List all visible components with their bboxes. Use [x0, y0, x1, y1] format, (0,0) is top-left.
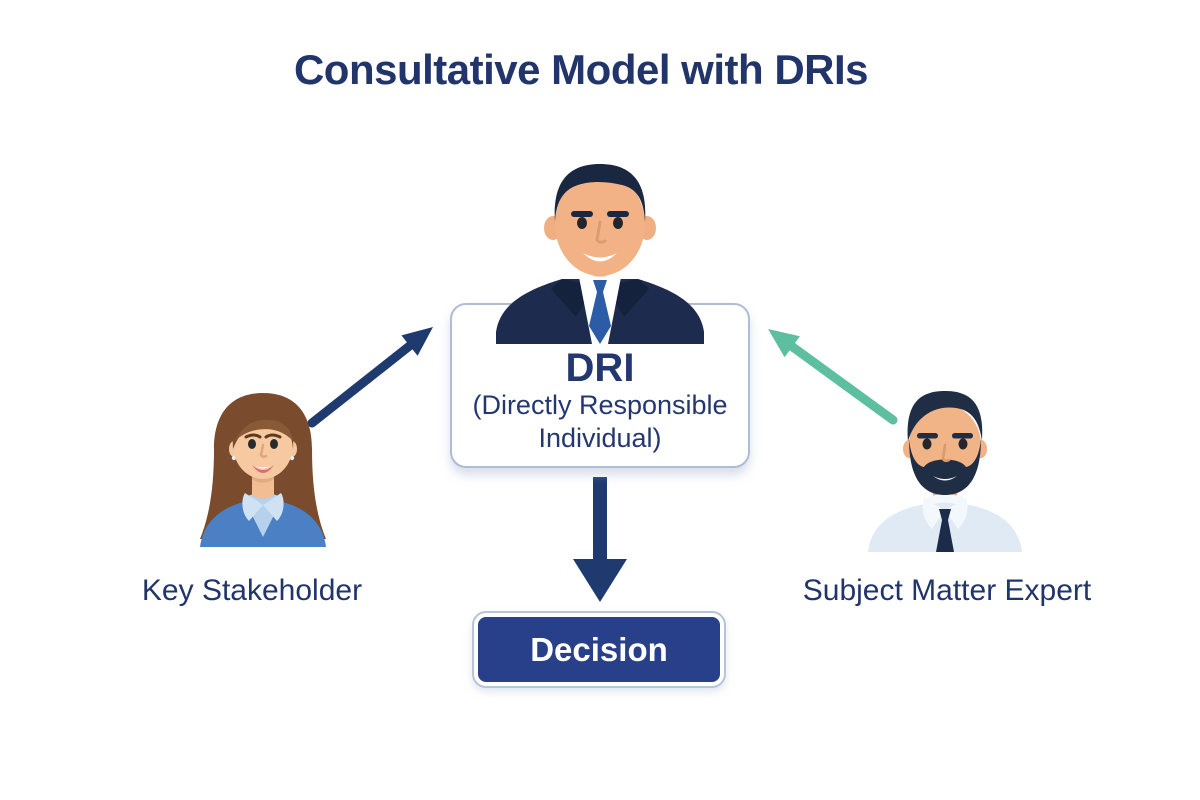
dri-to-decision-arrow — [573, 477, 627, 602]
decision-node: Decision — [472, 611, 726, 688]
expert-label: Subject Matter Expert — [802, 574, 1092, 607]
businesswoman-avatar — [188, 387, 338, 547]
dri-sublabel-line2: Individual) — [538, 423, 662, 453]
businessman-suit-avatar — [486, 156, 714, 344]
diagram-title: Consultative Model with DRIs — [293, 46, 869, 93]
stakeholder-label: Key Stakeholder — [141, 574, 363, 607]
bearded-professional-avatar — [860, 383, 1030, 552]
dri-label: DRI — [565, 346, 635, 390]
dri-sublabel-line1: (Directly Responsible — [472, 390, 728, 420]
decision-label: Decision — [478, 617, 720, 682]
